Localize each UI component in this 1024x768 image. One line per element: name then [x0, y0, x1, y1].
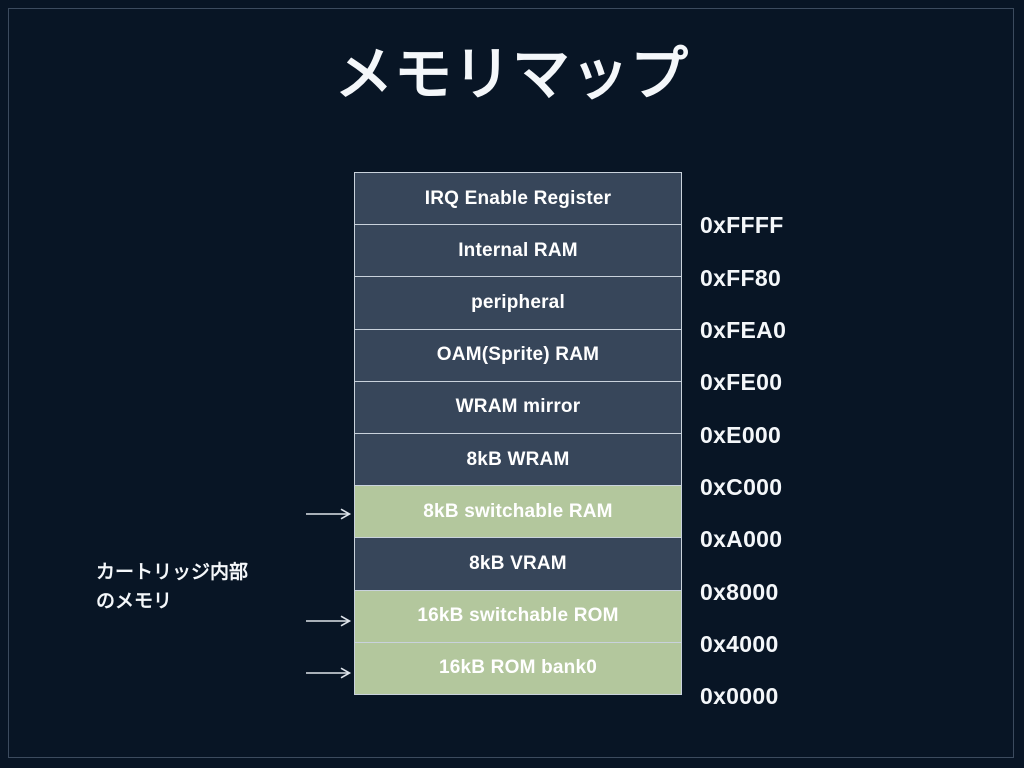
annotation-arrow-switchable-rom [306, 614, 354, 628]
memory-block: 8kB WRAM [354, 433, 682, 487]
annotation-arrow-rom-bank0 [306, 666, 354, 680]
address-label-column: 0xFFFF 0xFF80 0xFEA0 0xFE00 0xE000 0xC00… [700, 172, 860, 742]
memory-block: OAM(Sprite) RAM [354, 328, 682, 382]
memory-block: 8kB switchable RAM [354, 485, 682, 539]
address-label: 0xFEA0 [700, 317, 787, 343]
memory-block: 16kB ROM bank0 [354, 641, 682, 696]
memory-block: WRAM mirror [354, 380, 682, 435]
memory-block: Internal RAM [354, 224, 682, 278]
address-label: 0xFFFF [700, 212, 784, 238]
memory-block: 8kB VRAM [354, 537, 682, 591]
memory-map-stack: IRQ Enable Register Internal RAM periphe… [354, 172, 682, 696]
address-label: 0xC000 [700, 474, 783, 500]
memory-block: peripheral [354, 276, 682, 330]
page-title: メモリマップ [334, 42, 689, 107]
address-label: 0xFF80 [700, 265, 782, 291]
address-label: 0x0000 [700, 683, 779, 709]
cartridge-memory-annotation: カートリッジ内部 のメモリ [96, 562, 249, 613]
address-label: 0x4000 [700, 631, 779, 657]
memory-block: IRQ Enable Register [354, 172, 682, 226]
address-label: 0x8000 [700, 579, 779, 605]
address-label: 0xE000 [700, 422, 782, 448]
address-label: 0xA000 [700, 526, 783, 552]
memory-block: 16kB switchable ROM [354, 589, 682, 643]
address-label: 0xFE00 [700, 369, 783, 395]
annotation-arrow-switchable-ram [306, 507, 354, 521]
